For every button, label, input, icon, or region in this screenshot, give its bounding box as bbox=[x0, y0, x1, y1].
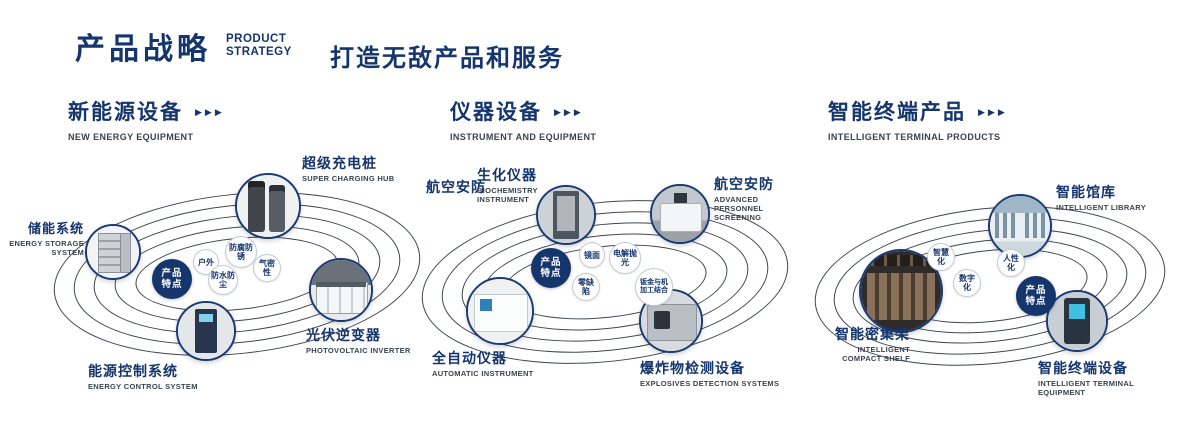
charging-pile-photo bbox=[237, 175, 299, 237]
analyzer-photo bbox=[468, 279, 532, 343]
product-name-en: INTELLIGENT TERMINAL EQUIPMENT bbox=[1038, 379, 1134, 397]
label-aviation-security: 航空安防 bbox=[426, 179, 486, 196]
product-name-zh: 智能终端设备 bbox=[1038, 360, 1128, 376]
product-label-automatic-instrument: 全自动仪器 AUTOMATIC INSTRUMENT bbox=[432, 350, 562, 378]
feature-bubble: 防水防尘 bbox=[208, 265, 238, 295]
compact-shelving-photo bbox=[861, 251, 941, 331]
product-image-personnel-screening bbox=[650, 184, 710, 244]
product-name-en: ADVANCED PERSONNEL SCREENING bbox=[714, 195, 764, 222]
badge-line1: 产品 bbox=[540, 257, 562, 268]
product-name-zh: 能源控制系统 bbox=[88, 363, 178, 379]
badge-line1: 产品 bbox=[161, 268, 183, 279]
product-name-zh: 储能系统 bbox=[27, 221, 84, 236]
library-interior-photo bbox=[990, 196, 1050, 256]
section-header-instrument: 仪器设备 ▶▶▶ INSTRUMENT AND EQUIPMENT bbox=[450, 96, 596, 142]
badge-line2: 特点 bbox=[161, 279, 183, 290]
product-image-intelligent-library bbox=[988, 194, 1052, 258]
section-subtitle-en: INTELLIGENT TERMINAL PRODUCTS bbox=[828, 132, 1001, 142]
chevron-right-icon: ▶▶▶ bbox=[554, 107, 584, 117]
feature-badge: 产品 特点 bbox=[1016, 276, 1056, 316]
feature-bubble: 钣金与机加工结合 bbox=[635, 268, 673, 306]
feature-bubble: 智慧化 bbox=[927, 243, 955, 271]
subtitle-line2: STRATEGY bbox=[226, 45, 292, 58]
product-name-zh: 光伏逆变器 bbox=[306, 327, 381, 343]
product-image-terminal-equipment bbox=[1046, 290, 1108, 352]
section-header-new-energy: 新能源设备 ▶▶▶ NEW ENERGY EQUIPMENT bbox=[68, 96, 225, 142]
product-label-compact-shelf: 智能密集架 INTELLIGENT COMPACT SHELF bbox=[824, 326, 910, 363]
feature-bubble: 户外 bbox=[193, 249, 219, 275]
product-label-pv-inverter: 光伏逆变器 PHOTOVOLTAIC INVERTER bbox=[306, 327, 426, 355]
product-name-zh: 航空安防 bbox=[714, 176, 774, 192]
control-cabinet-photo bbox=[178, 303, 234, 359]
feature-bubble: 人性化 bbox=[997, 249, 1025, 277]
feature-badge: 产品 特点 bbox=[531, 248, 571, 288]
badge-line1: 产品 bbox=[1025, 285, 1047, 296]
feature-bubble: 数字化 bbox=[953, 269, 981, 297]
product-label-energy-control: 能源控制系统 ENERGY CONTROL SYSTEM bbox=[88, 363, 218, 391]
product-name-en: INTELLIGENT COMPACT SHELF bbox=[842, 345, 910, 363]
badge-line2: 特点 bbox=[1025, 296, 1047, 307]
section-subtitle-en: NEW ENERGY EQUIPMENT bbox=[68, 132, 194, 142]
product-label-terminal-equipment: 智能终端设备 INTELLIGENT TERMINAL EQUIPMENT bbox=[1038, 360, 1178, 397]
product-image-automatic-instrument bbox=[466, 277, 534, 345]
section-subtitle-en: INSTRUMENT AND EQUIPMENT bbox=[450, 132, 597, 142]
battery-cabinet-photo bbox=[87, 226, 139, 278]
product-image-energy-storage bbox=[85, 224, 141, 280]
subtitle-line1: PRODUCT bbox=[226, 33, 287, 45]
product-image-compact-shelf bbox=[859, 249, 943, 333]
badge-line2: 特点 bbox=[540, 268, 562, 279]
product-label-intelligent-library: 智能馆库 INTELLIGENT LIBRARY bbox=[1056, 184, 1166, 212]
chevron-right-icon: ▶▶▶ bbox=[195, 107, 225, 117]
product-image-super-charging-hub bbox=[235, 173, 301, 239]
product-image-biochemistry bbox=[536, 185, 596, 245]
inverter-cabinets-photo bbox=[311, 260, 371, 320]
product-label-personnel-screening: 航空安防 ADVANCED PERSONNEL SCREENING bbox=[714, 176, 809, 222]
page-title: 产品战略 bbox=[75, 33, 211, 66]
product-name-en: BIOCHEMISTRY INSTRUMENT bbox=[477, 186, 538, 204]
product-name-zh: 智能密集架 bbox=[835, 326, 910, 342]
product-name-en: ENERGY STORAGE SYSTEM bbox=[9, 239, 84, 257]
product-name-en: ENERGY CONTROL SYSTEM bbox=[88, 382, 198, 391]
feature-bubble: 防腐防锈 bbox=[225, 236, 257, 268]
section-header-intelligent-terminal: 智能终端产品 ▶▶▶ INTELLIGENT TERMINAL PRODUCTS bbox=[828, 96, 1008, 142]
product-name-en: EXPLOSIVES DETECTION SYSTEMS bbox=[640, 379, 780, 388]
feature-bubble: 电解抛光 bbox=[609, 242, 641, 274]
product-name-en: SUPER CHARGING HUB bbox=[302, 174, 395, 183]
product-name-en: INTELLIGENT LIBRARY bbox=[1056, 203, 1147, 212]
product-name-en: AUTOMATIC INSTRUMENT bbox=[432, 369, 534, 378]
feature-badge: 产品 特点 bbox=[152, 259, 192, 299]
section-title: 新能源设备 bbox=[68, 101, 183, 124]
product-name-en: PHOTOVOLTAIC INVERTER bbox=[306, 346, 411, 355]
product-label-biochemistry: 生化仪器 BIOCHEMISTRY INSTRUMENT bbox=[477, 167, 549, 204]
product-name-zh: 生化仪器 bbox=[477, 167, 537, 183]
product-name-zh: 超级充电桩 bbox=[302, 155, 377, 171]
feature-bubble: 镜面 bbox=[579, 242, 605, 268]
screening-machine-photo bbox=[652, 186, 708, 242]
product-name-zh: 智能馆库 bbox=[1056, 184, 1116, 200]
feature-bubble: 气密性 bbox=[253, 254, 281, 282]
product-image-energy-control bbox=[176, 301, 236, 361]
product-label-explosives-detection: 爆炸物检测设备 EXPLOSIVES DETECTION SYSTEMS bbox=[640, 360, 780, 388]
product-image-pv-inverter bbox=[309, 258, 373, 322]
side-label-zh: 航空安防 bbox=[426, 179, 486, 195]
page-subtitle: PRODUCT STRATEGY bbox=[226, 33, 292, 58]
chevron-right-icon: ▶▶▶ bbox=[978, 107, 1008, 117]
product-name-zh: 爆炸物检测设备 bbox=[640, 360, 745, 376]
feature-bubble: 零缺陷 bbox=[572, 273, 600, 301]
biochemistry-rack-photo bbox=[538, 187, 594, 243]
section-title: 仪器设备 bbox=[450, 101, 542, 124]
product-name-zh: 全自动仪器 bbox=[432, 350, 507, 366]
kiosk-photo bbox=[1048, 292, 1106, 350]
tagline: 打造无敌产品和服务 bbox=[330, 45, 564, 72]
product-label-super-charging-hub: 超级充电桩 SUPER CHARGING HUB bbox=[302, 155, 412, 183]
section-title: 智能终端产品 bbox=[828, 101, 966, 124]
product-label-energy-storage: 储能系统 ENERGY STORAGE SYSTEM bbox=[4, 220, 84, 257]
